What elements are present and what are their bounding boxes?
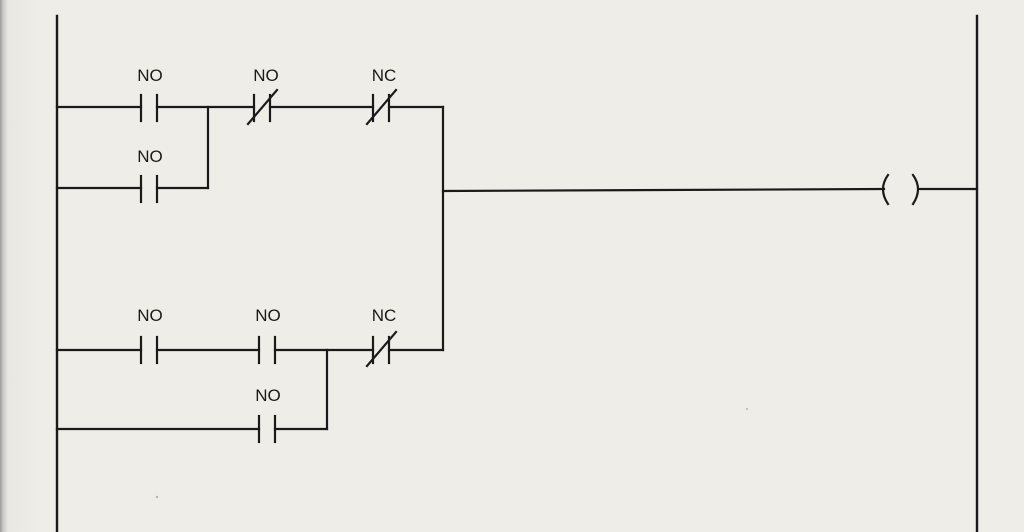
contact-label-4: NC bbox=[372, 66, 397, 85]
contact-no-2 bbox=[139, 174, 159, 204]
contact-label-3: NO bbox=[253, 66, 279, 85]
wire-to-coil bbox=[441, 187, 886, 193]
contact-no-6 bbox=[257, 335, 277, 365]
contact-label-5: NO bbox=[137, 306, 163, 325]
contact-label-1: NO bbox=[137, 66, 163, 85]
paper-speck bbox=[746, 408, 748, 410]
contact-label-7: NO bbox=[255, 386, 281, 405]
contact-nc-4 bbox=[365, 88, 398, 126]
contact-slashed-3 bbox=[246, 88, 279, 126]
contact-no-5 bbox=[139, 335, 159, 365]
output-coil bbox=[881, 173, 920, 206]
contact-no-1 bbox=[139, 93, 159, 123]
contact-label-8: NC bbox=[372, 306, 397, 325]
contact-label-6: NO bbox=[255, 306, 281, 325]
contact-label-2: NO bbox=[137, 147, 163, 166]
contact-nc-8 bbox=[365, 330, 398, 368]
contact-no-7 bbox=[257, 414, 277, 444]
paper-speck bbox=[155, 495, 159, 499]
